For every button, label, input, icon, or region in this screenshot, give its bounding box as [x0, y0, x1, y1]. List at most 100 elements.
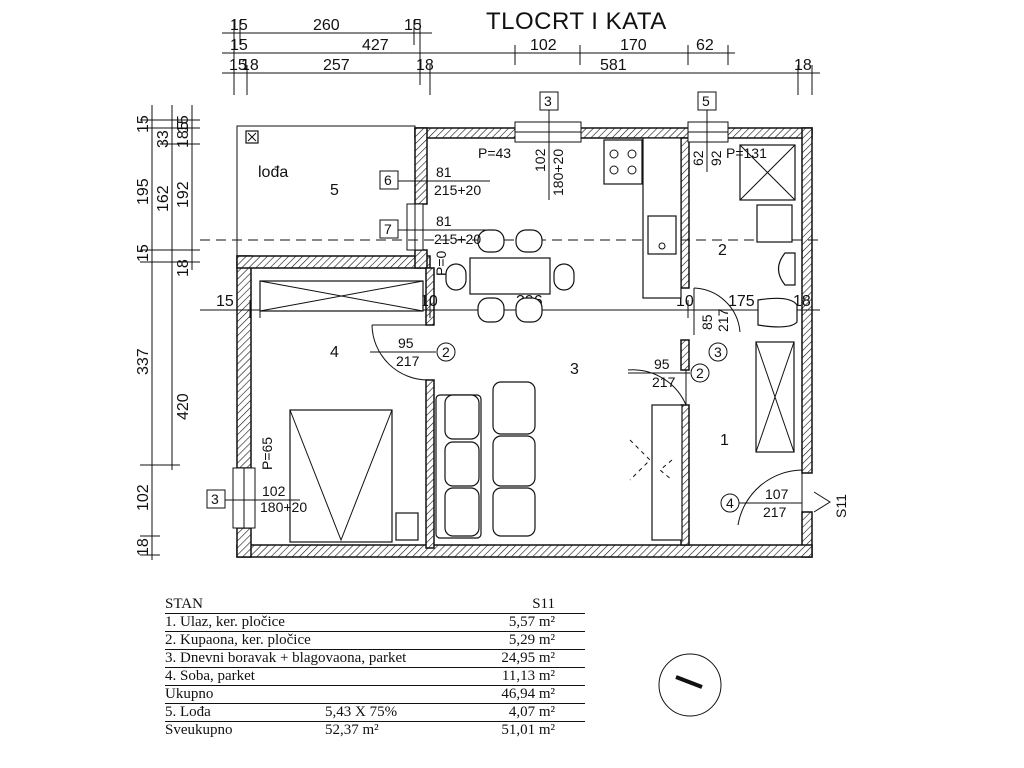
floor-plan-drawing: TLOCRT I KATA 15 260 15 15 427 102 170 6…	[135, 8, 849, 560]
legend-row: 2. Kupaona, ker. pločice 5,29 m²	[165, 632, 585, 650]
legend-row: 5. Lođa 5,43 X 75% 4,07 m²	[165, 704, 585, 722]
dim-left-2-2: 162	[155, 185, 172, 212]
door-2b-tag: 2	[696, 365, 704, 381]
legend-header-code: S11	[532, 596, 555, 612]
dim-top-1-1: 15	[230, 17, 248, 34]
room-label-loda: lođa	[258, 164, 288, 181]
window-7-height: 215+20	[434, 231, 481, 247]
dim-top-3-2: 18	[241, 57, 259, 74]
dim-left-1-6: 18	[135, 538, 152, 556]
dim-left-3-1: 15	[175, 115, 192, 133]
sill-p131: P=131	[726, 145, 767, 161]
room-label-5: 5	[330, 182, 339, 199]
top-dimension-chains: 15 260 15 15 427 102 170 62 15 18 257 18…	[222, 17, 820, 95]
dim-inner-7: 175	[728, 293, 755, 310]
tag-3-left: 3	[211, 491, 219, 507]
legend-row: 4. Soba, parket 11,13 m²	[165, 668, 585, 686]
window-3-top-height: 180+20	[550, 149, 566, 196]
sill-p0: P=0	[433, 250, 449, 276]
toilet	[777, 252, 796, 286]
legend-row: Sveukupno 52,37 m² 51,01 m²	[165, 722, 555, 738]
window-3-left-width: 102	[262, 483, 286, 499]
door-4-tag: 4	[726, 495, 734, 511]
legend-row: 1. Ulaz, ker. pločice 5,57 m²	[165, 614, 585, 632]
door-swings	[371, 287, 831, 526]
legend-header-label: STAN	[165, 596, 203, 612]
entrance-cabinet	[651, 404, 683, 541]
dim-left-1-3: 15	[135, 244, 152, 262]
stove	[603, 139, 643, 185]
kitchen-counter	[603, 137, 682, 299]
dim-left-1-5: 102	[135, 484, 152, 511]
door-4-width: 107	[765, 486, 789, 502]
room-label-4: 4	[330, 344, 339, 361]
door-3-width: 85	[699, 314, 715, 330]
nightstand	[395, 512, 419, 541]
door-4-height: 217	[763, 504, 787, 520]
dim-top-1-2: 260	[313, 17, 340, 34]
dim-top-2-3: 102	[530, 37, 557, 54]
tag-7: 7	[384, 221, 392, 237]
washbasin	[756, 204, 793, 243]
bidet	[757, 297, 798, 328]
window-6-width: 81	[436, 164, 452, 180]
left-dimension-chains: 15 195 15 337 102 18 33 162 18 420 15 18…	[135, 105, 200, 560]
room-label-3: 3	[570, 361, 579, 378]
dim-top-1-3: 15	[404, 17, 422, 34]
sill-p43: P=43	[478, 145, 511, 161]
dim-inner-1: 15	[216, 293, 234, 310]
plan-title: TLOCRT I KATA	[486, 8, 667, 35]
door-2b-height: 217	[652, 374, 676, 390]
sofa	[435, 381, 536, 539]
dim-inner-4: 10	[420, 293, 438, 310]
walls	[232, 121, 813, 558]
legend-row: 3. Dnevni boravak + blagovaona, parket 2…	[165, 650, 585, 668]
dim-top-3-3: 257	[323, 57, 350, 74]
dim-top-3-6: 18	[794, 57, 812, 74]
dim-top-3-4: 18	[416, 57, 434, 74]
area-legend-table: STAN S11 1. Ulaz, ker. pločice 5,57 m² 2…	[165, 596, 585, 739]
door-2b-width: 95	[654, 356, 670, 372]
dim-left-2-4: 420	[175, 393, 192, 420]
dim-top-2-5: 62	[696, 37, 714, 54]
door-3-height: 217	[715, 308, 731, 332]
sill-p65: P=65	[259, 437, 275, 470]
dim-left-3-3: 192	[175, 181, 192, 208]
bed	[289, 409, 393, 543]
door-2a-width: 95	[398, 335, 414, 351]
door-2a-height: 217	[396, 353, 420, 369]
room-label-1: 1	[720, 432, 729, 449]
window-3-left-height: 180+20	[260, 499, 307, 515]
dim-left-3-2: 185	[175, 121, 192, 148]
legend-header: STAN S11	[165, 596, 585, 614]
dim-left-1-1: 15	[135, 115, 152, 133]
door-3-tag: 3	[714, 344, 722, 360]
compass-icon	[658, 653, 722, 717]
window-5-width: 62	[690, 150, 706, 166]
tag-6: 6	[384, 172, 392, 188]
dim-top-2-1: 15	[230, 37, 248, 54]
dim-left-2-1: 33	[155, 130, 172, 148]
legend-row: Ukupno 46,94 m²	[165, 686, 585, 704]
sink	[647, 215, 677, 255]
bathroom-fixtures	[739, 144, 798, 328]
dim-top-2-2: 427	[362, 37, 389, 54]
window-5-height: 92	[708, 150, 724, 166]
door-2a-tag: 2	[442, 344, 450, 360]
dim-left-1-2: 195	[135, 178, 152, 205]
furniture	[245, 130, 798, 543]
dining-set	[445, 229, 575, 323]
tag-3-top: 3	[544, 93, 552, 109]
dim-left-2-3: 18	[175, 259, 192, 277]
window-3-top-width: 102	[532, 148, 548, 172]
opening-annotations: 6 81 215+20 7 81 215+20 P=0 3 P=43 102 1…	[206, 91, 849, 520]
entrance-label: S11	[833, 494, 849, 518]
tag-5: 5	[702, 93, 710, 109]
window-6-height: 215+20	[434, 182, 481, 198]
dim-top-2-4: 170	[620, 37, 647, 54]
room-label-2: 2	[718, 242, 727, 259]
dim-top-3-5: 581	[600, 57, 627, 74]
dim-top-3-1: 15	[229, 57, 247, 74]
dim-left-1-4: 337	[135, 348, 152, 375]
window-7-width: 81	[436, 213, 452, 229]
